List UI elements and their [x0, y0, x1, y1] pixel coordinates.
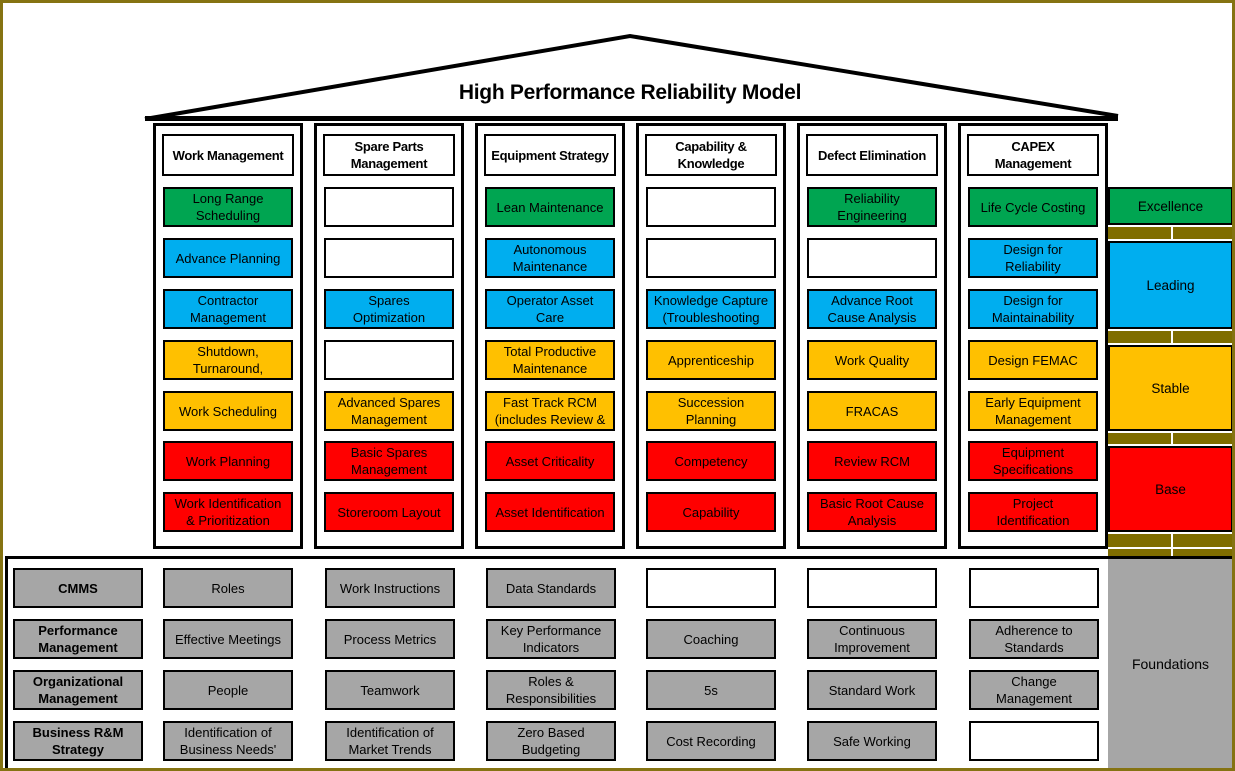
foundation-cell-work-instructions: Work Instructions [325, 568, 455, 608]
box-advance-root-cause-analysis: Advance Root Cause Analysis [807, 289, 937, 329]
pillar-header-capability-knowledge: Capability & Knowledge [645, 134, 777, 176]
foundation-cell-change-management: Change Management [969, 670, 1099, 710]
foundation-cell-zero-based-budgeting: Zero Based Budgeting [486, 721, 616, 761]
foundation-cell-organizational-management: Organizational Management [13, 670, 143, 710]
roof-outline [144, 33, 1119, 121]
foundation-cell-roles: Roles [163, 568, 293, 608]
foundation-cell-adherence-to-standards: Adherence to Standards [969, 619, 1099, 659]
box-knowledge-capture-troubleshooting: Knowledge Capture (Troubleshooting [646, 289, 776, 329]
box-reliability-engineering: Reliability Engineering [807, 187, 937, 227]
pillar-header-defect-elimination: Defect Elimination [806, 134, 938, 176]
box-competency: Competency [646, 441, 776, 481]
level-excellence: Excellence [1108, 187, 1232, 225]
box-asset-criticality: Asset Criticality [485, 441, 615, 481]
empty-foundation-cell [969, 568, 1099, 608]
foundation-cell-coaching: Coaching [646, 619, 776, 659]
box-total-productive-maintenance: Total Productive Maintenance [485, 340, 615, 380]
box-fracas: FRACAS [807, 391, 937, 431]
box-operator-asset-care: Operator Asset Care [485, 289, 615, 329]
box-review-rcm: Review RCM [807, 441, 937, 481]
foundation-cell-process-metrics: Process Metrics [325, 619, 455, 659]
box-apprenticeship: Apprenticeship [646, 340, 776, 380]
foundation-cell-performance-management: Performance Management [13, 619, 143, 659]
box-basic-spares-management: Basic Spares Management [324, 441, 454, 481]
level-divider-strip [1108, 331, 1232, 343]
foundation-cell-people: People [163, 670, 293, 710]
foundation-cell-data-standards: Data Standards [486, 568, 616, 608]
box-design-for-maintainability: Design for Maintainability [968, 289, 1098, 329]
foundation-cell-cost-recording: Cost Recording [646, 721, 776, 761]
pillar-header-work-management: Work Management [162, 134, 294, 176]
box-work-quality: Work Quality [807, 340, 937, 380]
box-project-identification: Project Identification [968, 492, 1098, 532]
pillar-header-capex-management: CAPEX Management [967, 134, 1099, 176]
foundation-cell-business-r-m-strategy: Business R&M Strategy [13, 721, 143, 761]
box-spares-optimization: Spares Optimization [324, 289, 454, 329]
box-fast-track-rcm-includes-review: Fast Track RCM (includes Review & [485, 391, 615, 431]
box-asset-identification: Asset Identification [485, 492, 615, 532]
box-life-cycle-costing: Life Cycle Costing [968, 187, 1098, 227]
box-long-range-scheduling: Long Range Scheduling [163, 187, 293, 227]
foundation-cell-continuous-improvement: Continuous Improvement [807, 619, 937, 659]
foundations-panel: Foundations [1108, 559, 1232, 768]
box-shutdown-turnaround: Shutdown, Turnaround, [163, 340, 293, 380]
empty-box [324, 187, 454, 227]
empty-foundation-cell [646, 568, 776, 608]
page-title: High Performance Reliability Model [458, 81, 802, 104]
box-advance-planning: Advance Planning [163, 238, 293, 278]
box-work-identification-prioritization: Work Identification & Prioritization [163, 492, 293, 532]
box-succession-planning: Succession Planning [646, 391, 776, 431]
foundation-cell-identification-of-market-trends: Identification of Market Trends [325, 721, 455, 761]
level-leading: Leading [1108, 241, 1232, 329]
box-design-for-reliability: Design for Reliability [968, 238, 1098, 278]
level-divider-strip [1108, 534, 1232, 547]
level-base: Base [1108, 446, 1232, 532]
foundation-cell-standard-work: Standard Work [807, 670, 937, 710]
foundation-cell-5s: 5s [646, 670, 776, 710]
empty-box [807, 238, 937, 278]
foundations-label: Foundations [1131, 655, 1210, 672]
box-lean-maintenance: Lean Maintenance [485, 187, 615, 227]
empty-foundation-cell [807, 568, 937, 608]
foundation-cell-teamwork: Teamwork [325, 670, 455, 710]
box-advanced-spares-management: Advanced Spares Management [324, 391, 454, 431]
empty-box [646, 238, 776, 278]
foundation-cell-identification-of-business-needs: Identification of Business Needs' [163, 721, 293, 761]
box-equipment-specifications: Equipment Specifications [968, 441, 1098, 481]
level-divider-strip [1108, 549, 1232, 559]
box-work-planning: Work Planning [163, 441, 293, 481]
box-work-scheduling: Work Scheduling [163, 391, 293, 431]
level-divider-strip [1108, 227, 1232, 239]
box-capability: Capability [646, 492, 776, 532]
empty-foundation-cell [969, 721, 1099, 761]
empty-box [324, 340, 454, 380]
box-storeroom-layout: Storeroom Layout [324, 492, 454, 532]
box-autonomous-maintenance: Autonomous Maintenance [485, 238, 615, 278]
box-contractor-management: Contractor Management [163, 289, 293, 329]
box-design-femac: Design FEMAC [968, 340, 1098, 380]
foundation-cell-cmms: CMMS [13, 568, 143, 608]
foundation-cell-safe-working: Safe Working [807, 721, 937, 761]
level-divider-strip [1108, 433, 1232, 444]
box-basic-root-cause-analysis: Basic Root Cause Analysis [807, 492, 937, 532]
empty-box [646, 187, 776, 227]
foundation-cell-key-performance-indicators: Key Performance Indicators [486, 619, 616, 659]
level-stable: Stable [1108, 345, 1232, 431]
pillar-header-equipment-strategy: Equipment Strategy [484, 134, 616, 176]
box-early-equipment-management: Early Equipment Management [968, 391, 1098, 431]
foundation-cell-roles-responsibilities: Roles & Responsibilities [486, 670, 616, 710]
foundation-cell-effective-meetings: Effective Meetings [163, 619, 293, 659]
empty-box [324, 238, 454, 278]
pillar-header-spare-parts-management: Spare Parts Management [323, 134, 455, 176]
